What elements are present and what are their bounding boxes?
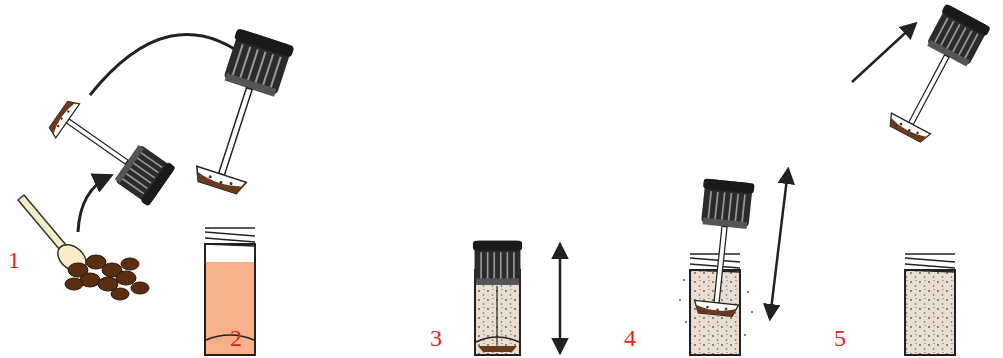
stir-arrow	[770, 170, 788, 318]
step-number: 5	[834, 326, 846, 350]
shake-arrow	[559, 245, 562, 352]
vial	[205, 228, 255, 355]
sampler	[883, 4, 991, 147]
coffee-beans	[65, 255, 149, 300]
sampler	[690, 178, 755, 317]
arrow	[90, 34, 250, 95]
step-number: 3	[430, 326, 442, 350]
arrow	[852, 24, 915, 82]
speckles	[679, 279, 753, 336]
arrow	[78, 176, 110, 232]
sampler	[189, 28, 295, 197]
scoop	[18, 195, 91, 277]
vial	[473, 241, 522, 355]
step-number: 4	[624, 326, 636, 350]
sampler	[45, 95, 176, 207]
vial	[905, 254, 955, 355]
step-number: 2	[230, 326, 242, 350]
step-number: 1	[8, 248, 20, 272]
